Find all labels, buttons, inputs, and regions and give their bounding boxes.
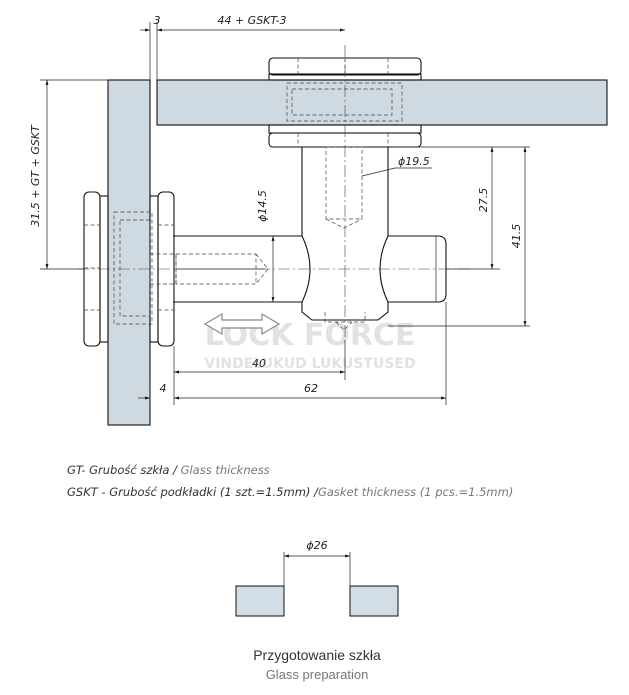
watermark-tagline: VINDELUKUD LUKUSTUSED bbox=[204, 356, 415, 372]
dim-length-40: 40 bbox=[252, 357, 266, 370]
dim-hole-dia: ϕ26 bbox=[306, 539, 327, 552]
note-gskt: GSKT - Grubość podkładki (1 szt.=1.5mm) … bbox=[67, 485, 513, 499]
caption-pl: Przygotowanie szkła bbox=[253, 647, 381, 663]
dim-top-gap: 3 bbox=[154, 14, 161, 27]
vertical-body bbox=[301, 146, 389, 331]
dim-gap-4: 4 bbox=[160, 382, 167, 395]
horizontal-glass bbox=[156, 79, 608, 126]
double-arrow-icon bbox=[203, 312, 281, 336]
caption: Przygotowanie szkła Glass preparation bbox=[253, 647, 381, 682]
dim-top-length: 44 + GSKT-3 bbox=[217, 14, 286, 27]
note-gt-en: Glass thickness bbox=[181, 463, 270, 477]
dim-height-41-5: 41.5 bbox=[510, 224, 523, 249]
dimension-lines bbox=[40, 22, 530, 405]
caption-en: Glass preparation bbox=[266, 667, 369, 682]
note-gskt-en: Gasket thickness (1 pcs.=1.5mm) bbox=[318, 485, 513, 499]
note-gt: GT- Grubość szkła / Glass thickness bbox=[67, 463, 270, 477]
dim-length-62: 62 bbox=[304, 382, 318, 395]
dim-dia-19-5: ϕ19.5 bbox=[398, 155, 430, 168]
note-gskt-pl: GSKT - Grubość podkładki (1 szt.=1.5mm) … bbox=[67, 485, 319, 499]
glass-preparation-detail: ϕ26 bbox=[235, 539, 399, 617]
dimension-labels: 3 44 + GSKT-3 31.5 + GT + GSKT ϕ19.5 ϕ14… bbox=[29, 14, 523, 395]
vertical-glass bbox=[107, 79, 151, 426]
dim-height-27-5: 27.5 bbox=[477, 188, 490, 213]
left-clamp bbox=[83, 191, 177, 347]
note-gt-pl: GT- Grubość szkła / bbox=[67, 463, 181, 477]
watermark: LOCK FORCE VINDELUKUD LUKUSTUSED bbox=[204, 318, 415, 372]
dim-height-left: 31.5 + GT + GSKT bbox=[29, 124, 42, 227]
dim-dia-14-5: ϕ14.5 bbox=[256, 190, 269, 222]
notes: GT- Grubość szkła / Glass thickness GSKT… bbox=[67, 463, 513, 499]
